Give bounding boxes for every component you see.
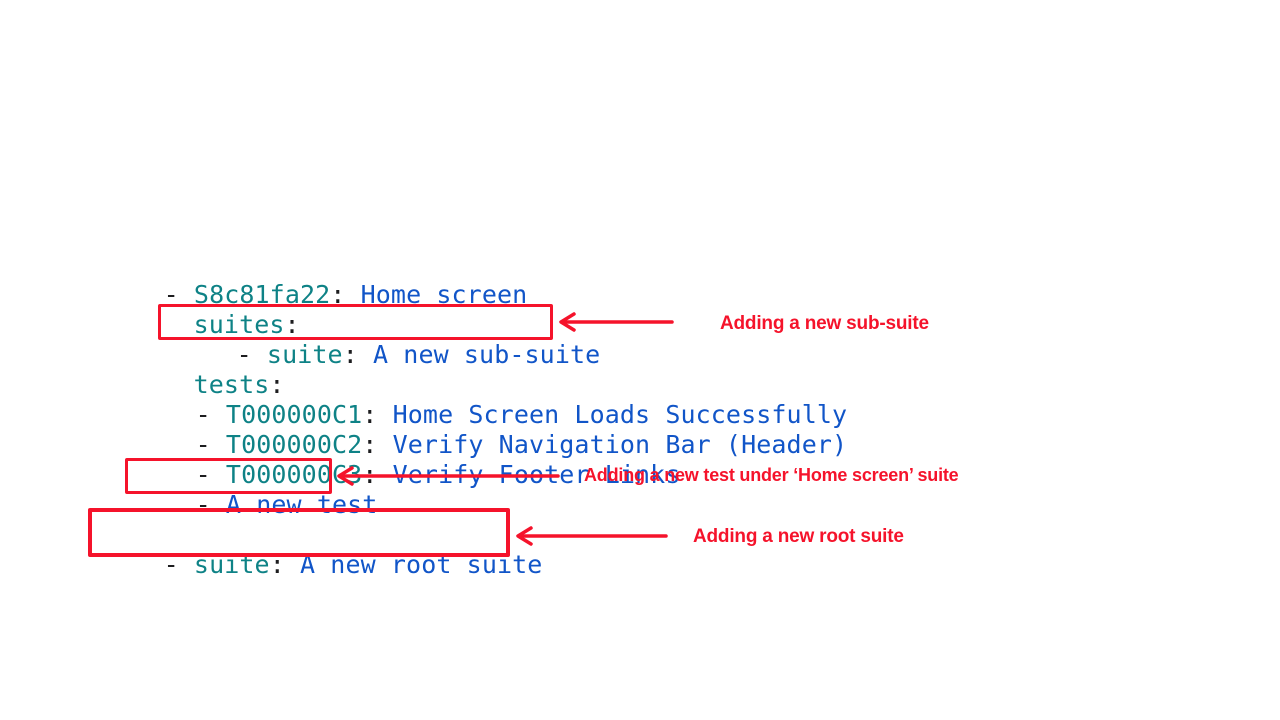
code-line-new-sub-suite: - suite: A new sub-suite bbox=[176, 310, 601, 369]
arrow-left-icon bbox=[516, 526, 668, 546]
yaml-key: suites bbox=[193, 310, 285, 339]
code-line-test-c3: - T000000C3: Verify Footer Links bbox=[135, 430, 681, 489]
code-line-suites-key: suites: bbox=[133, 280, 300, 339]
annotation-sub-suite: Adding a new sub-suite bbox=[720, 313, 929, 334]
yaml-dash: - bbox=[163, 280, 194, 309]
annotation-root-suite: Adding a new root suite bbox=[693, 526, 904, 547]
yaml-value: A new sub-suite bbox=[373, 340, 601, 369]
code-line-tests-key: tests: bbox=[133, 340, 285, 399]
yaml-dash: - bbox=[163, 550, 194, 579]
code-line-test-c1: - T000000C1: Home Screen Loads Successfu… bbox=[135, 370, 847, 429]
yaml-value: Home Screen Loads Successfully bbox=[392, 400, 848, 429]
yaml-key: T000000C2 bbox=[225, 430, 363, 459]
yaml-colon: : bbox=[362, 400, 393, 429]
highlight-box-new-test bbox=[125, 458, 332, 494]
yaml-dash: - bbox=[195, 400, 226, 429]
code-line-test-c2: - T000000C2: Verify Navigation Bar (Head… bbox=[135, 400, 847, 459]
yaml-dash: - bbox=[195, 460, 226, 489]
yaml-colon: : bbox=[269, 550, 300, 579]
yaml-colon: : bbox=[269, 370, 285, 399]
code-line-root-suite-id: - S8c81fa22: Home screen bbox=[103, 250, 528, 309]
yaml-dash: - bbox=[236, 340, 267, 369]
yaml-colon: : bbox=[330, 280, 361, 309]
yaml-key: tests bbox=[193, 370, 270, 399]
yaml-key: T000000C1 bbox=[225, 400, 363, 429]
highlight-box-sub-suite bbox=[158, 304, 553, 340]
highlight-box-root-suite bbox=[88, 508, 510, 557]
arrow-left-icon bbox=[559, 312, 674, 332]
yaml-colon: : bbox=[284, 310, 300, 339]
yaml-key: suite bbox=[266, 340, 343, 369]
yaml-value: A new test bbox=[225, 490, 378, 519]
yaml-colon: : bbox=[362, 430, 393, 459]
yaml-dash: - bbox=[195, 430, 226, 459]
yaml-value: Verify Navigation Bar (Header) bbox=[392, 430, 848, 459]
arrow-left-icon bbox=[337, 466, 560, 486]
yaml-colon: : bbox=[342, 340, 373, 369]
annotation-new-test: Adding a new test under ‘Home screen’ su… bbox=[584, 465, 959, 485]
